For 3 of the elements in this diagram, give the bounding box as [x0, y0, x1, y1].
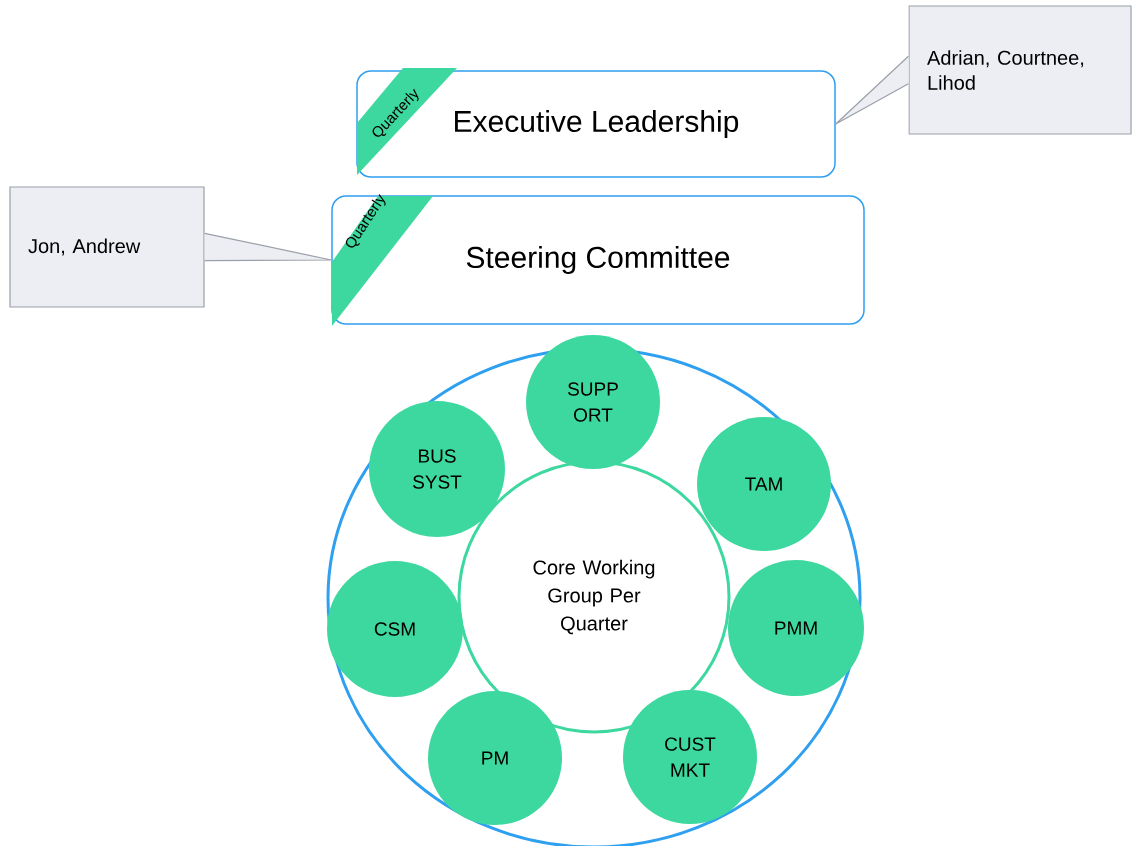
callout-pointer: [204, 232, 332, 262]
callout-pointer: [835, 55, 909, 125]
callout-box: Jon, Andrew: [9, 186, 205, 308]
